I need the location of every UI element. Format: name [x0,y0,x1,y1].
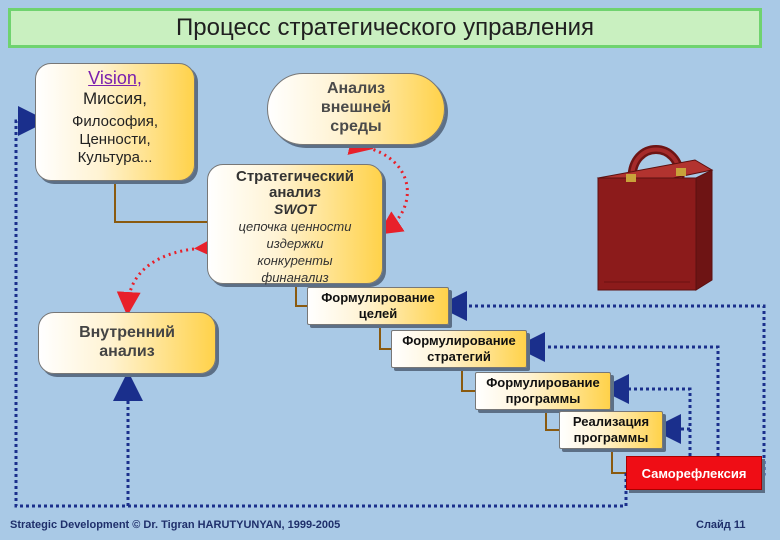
connector-step2-step3 [461,368,478,392]
internal-line2: анализ [99,343,155,360]
connector-step1-step2 [379,325,394,350]
vision-mission-box: Vision, Миссия, Философия, Ценности, Кул… [35,63,195,181]
mission-label: Миссия, [82,89,148,108]
competitors-label: конкуренты [257,253,333,268]
step-program-line1: Формулирование [486,375,600,390]
strategic-line1: Стратегический [236,168,354,185]
feedback-left-loop [14,106,628,508]
step-goals-line1: Формулирование [321,290,435,305]
step-program-line2: программы [505,391,581,406]
step-strategies-line2: стратегий [427,349,491,364]
step-goals-box: Формулирование целей [307,287,449,325]
philosophy-label: Философия, [71,113,159,130]
strategic-analysis-box: Стратегический анализ SWOT цепочка ценно… [207,164,383,285]
financial-analysis-label: финанализ [261,270,329,285]
slide-number: Слайд 11 [696,519,746,531]
internal-analysis-box: Внутренний анализ [38,312,216,374]
swot-label: SWOT [274,201,316,217]
step-goals-line2: целей [358,306,398,321]
feedback-right-step2 [515,332,720,474]
culture-label: Культура... [77,149,153,166]
value-chain-label: цепочка ценности [238,219,352,234]
external-line2: внешней [320,99,392,116]
external-analysis-box: Анализ внешней среды [267,73,445,145]
values-label: Ценности, [79,131,151,148]
external-line3: среды [330,118,382,135]
footer-copyright: Strategic Development © Dr. Tigran HARUT… [10,519,341,531]
briefcase-icon [596,145,714,291]
strategic-internal-dotted-arrow [116,235,219,316]
feedback-right-step1 [437,291,766,470]
strategic-line2: анализ [269,184,321,201]
step-implementation-box: Реализация программы [559,411,663,449]
step-implementation-line1: Реализация [572,414,650,429]
slide-title: Процесс стратегического управления [8,8,762,48]
step-strategies-box: Формулирование стратегий [391,330,527,368]
vision-comma: , [136,68,142,88]
connector-step3-step4 [545,410,562,431]
connector-step4-selfreflection [611,449,629,474]
external-line1: Анализ [326,80,386,97]
self-reflection-box: Саморефлексия [626,456,762,490]
costs-label: издержки [266,236,324,251]
connector-vision-strategic [114,181,210,223]
internal-line1: Внутренний [79,324,175,341]
step-implementation-line2: программы [573,430,649,445]
vision-label: Vision [88,68,137,88]
feedback-right-step3 [599,374,692,456]
step-program-box: Формулирование программы [475,372,611,410]
connector-strategic-step1 [295,284,310,307]
step-strategies-line1: Формулирование [402,333,516,348]
